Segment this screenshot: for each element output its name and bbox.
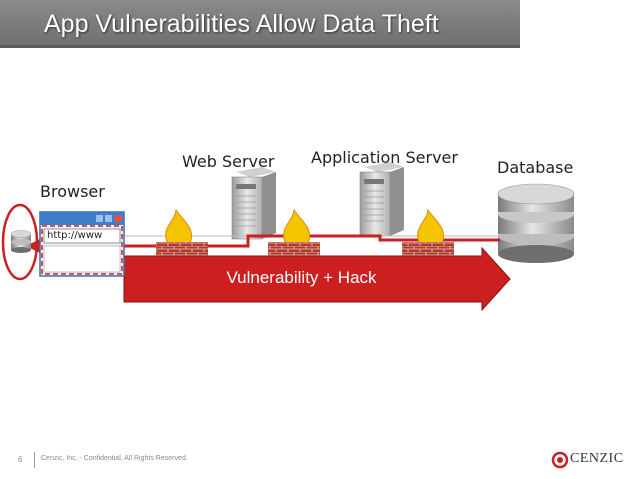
firewall-3 [402, 208, 454, 256]
browser-window-icon [39, 211, 125, 277]
application-server-icon [359, 162, 404, 237]
cenzic-logo-mark [551, 451, 569, 469]
cenzic-logo: CENZIC [552, 449, 624, 469]
page-number: 6 [18, 455, 23, 464]
highlight-circle [1, 203, 39, 281]
footer-legal: Cenzic, Inc. - Confidential, All Rights … [41, 455, 188, 462]
flame-icon [417, 208, 444, 245]
slide-title: App Vulnerabilities Allow Data Theft [44, 10, 439, 38]
browser-label: Browser [40, 182, 105, 201]
firewall-2 [268, 208, 320, 256]
arrow-label: Vulnerability + Hack [226, 268, 377, 287]
title-rule [0, 45, 520, 48]
logo-text: CENZIC [570, 451, 624, 466]
browser-url: http://www [47, 230, 103, 241]
flame-icon [283, 208, 310, 245]
web-server-icon [231, 167, 276, 240]
vulnerability-arrow [123, 246, 511, 312]
database-label: Database [497, 158, 574, 177]
web-server-label: Web Server [182, 152, 275, 171]
footer-divider [34, 452, 35, 468]
application-server-label: Application Server [311, 148, 458, 167]
title-bar: App Vulnerabilities Allow Data Theft [0, 0, 520, 48]
flame-icon [165, 208, 192, 245]
database-icon [497, 183, 575, 263]
firewall-1 [156, 208, 208, 256]
stolen-data-icon [10, 230, 32, 253]
